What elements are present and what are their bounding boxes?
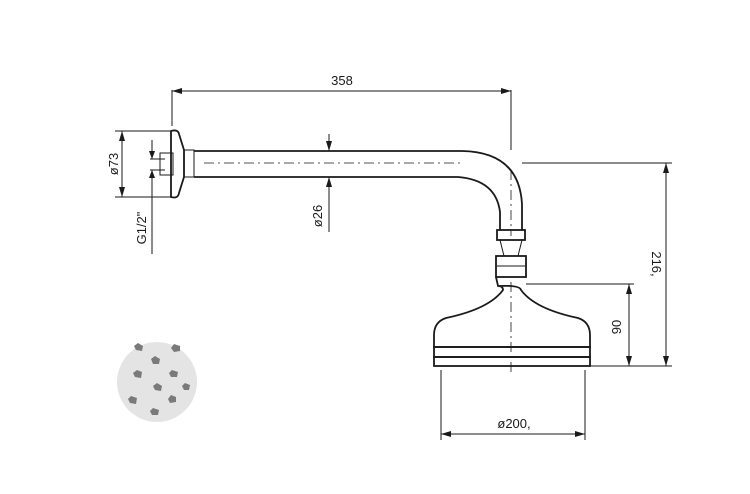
dimension-label-total-height: 216, <box>649 251 664 276</box>
ball-joint-nut <box>495 229 527 278</box>
dimension-label-flange-diameter: ø73 <box>106 153 121 175</box>
dimension-pipe-diameter: ø26 <box>310 134 332 232</box>
dimension-label-thread: G1/2" <box>134 211 149 244</box>
dimension-total-height: 216, <box>522 162 672 367</box>
dimension-thread: G1/2" <box>134 140 156 254</box>
dimension-head-height: 90 <box>526 283 634 366</box>
shower-head <box>433 276 591 374</box>
dimension-label-head-diameter: ø200, <box>497 416 530 431</box>
dimension-arm-length: 358 <box>171 73 512 150</box>
dimension-label-pipe-diameter: ø26 <box>310 205 325 227</box>
dimension-flange-diameter: ø73 <box>106 130 171 198</box>
dimension-label-head-height: 90 <box>609 320 624 334</box>
wall-flange <box>156 129 195 199</box>
shower-spray-nozzles-icon <box>117 342 197 422</box>
shower-arm-pipe <box>194 150 523 236</box>
dimension-label-arm-length: 358 <box>331 73 353 88</box>
dimension-head-diameter: ø200, <box>440 370 586 440</box>
